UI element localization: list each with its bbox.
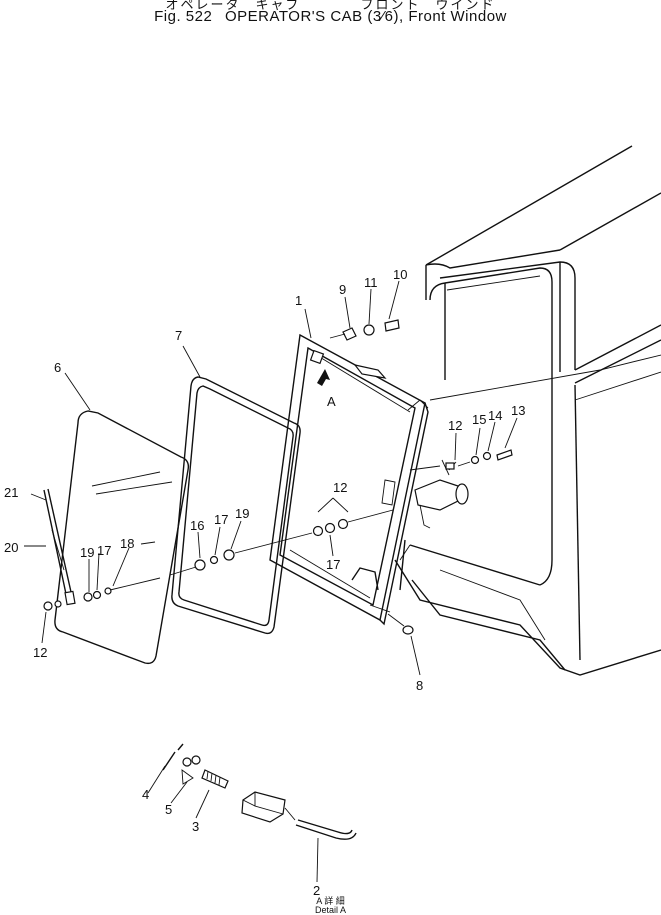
- callout-5: 5: [165, 802, 172, 817]
- callout-15: 15: [472, 412, 486, 427]
- callout-12-frame: 12: [333, 480, 347, 495]
- callout-21: 21: [4, 485, 18, 500]
- japanese-title: オペレータ キャブ フロント ウインド: [165, 0, 496, 12]
- callout-10: 10: [393, 267, 407, 282]
- detail-a-drawing: [162, 743, 357, 840]
- callout-9: 9: [339, 282, 346, 297]
- wiper-hardware-left: [83, 509, 394, 602]
- callout-17-middle: 17: [214, 512, 228, 527]
- callout-17-frame: 17: [326, 557, 340, 572]
- callout-16: 16: [190, 518, 204, 533]
- top-bolt-assembly: [329, 319, 400, 341]
- callout-18: 18: [120, 536, 134, 551]
- callout-labels: 1 2 3 4 5 6 7 8 9 10 11 12 12 12 13 14 1…: [4, 267, 525, 898]
- view-arrow-a: [317, 369, 330, 386]
- part-8-grommet: [387, 613, 414, 635]
- figure-title: Fig. 522 OPERATOR'S CAB (3⁄6), Front Win…: [0, 8, 661, 25]
- view-marker-label: A: [327, 394, 336, 409]
- callout-17-left: 17: [97, 543, 111, 558]
- wiper-motor: [409, 449, 513, 529]
- detail-caption-jp: A 詳 細: [316, 896, 345, 906]
- window-glass: [54, 410, 190, 665]
- window-frame: [269, 333, 429, 626]
- callout-3: 3: [192, 819, 199, 834]
- callout-8: 8: [416, 678, 423, 693]
- detail-caption-en: Detail A: [314, 905, 347, 915]
- callout-19-left: 19: [80, 545, 94, 560]
- callout-4: 4: [142, 787, 149, 802]
- callout-12-motor: 12: [448, 418, 462, 433]
- figure-number: Fig. 522: [154, 8, 213, 25]
- wiper-arm: [43, 488, 76, 611]
- figure-caption: OPERATOR'S CAB (3⁄6), Front Window: [224, 8, 507, 25]
- window-seal: [171, 376, 301, 635]
- callout-13: 13: [511, 403, 525, 418]
- callout-11: 11: [364, 275, 378, 290]
- callout-6: 6: [54, 360, 61, 375]
- leader-lines: [24, 280, 518, 883]
- cab-body: [394, 145, 661, 676]
- callout-20: 20: [4, 540, 18, 555]
- callout-12-wiper: 12: [33, 645, 47, 660]
- callout-2: 2: [313, 883, 320, 898]
- callout-7: 7: [175, 328, 182, 343]
- callout-14: 14: [488, 408, 502, 423]
- callout-1: 1: [295, 293, 302, 308]
- callout-19-middle: 19: [235, 506, 249, 521]
